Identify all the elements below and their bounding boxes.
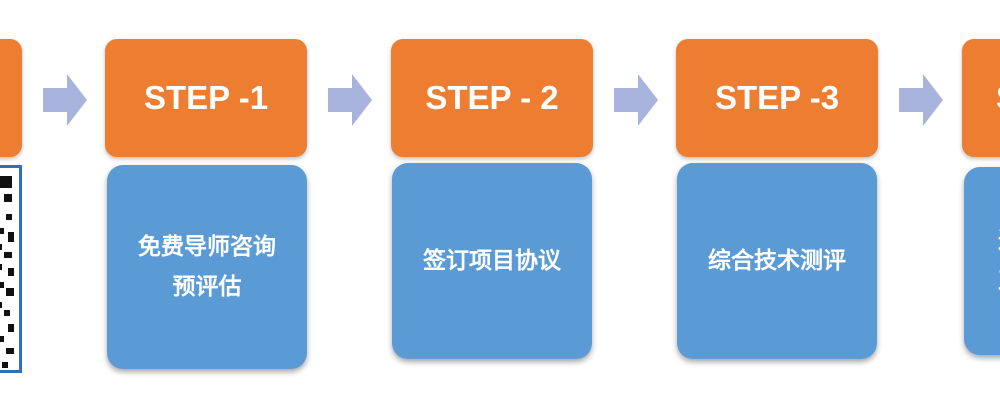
step-3-header-label: STEP -3	[714, 79, 840, 116]
step-1-body: 免费导师咨询 预评估	[107, 165, 307, 369]
step-3-body-text: 综合技术测评	[708, 248, 846, 274]
step-1-header-label: STEP -1	[143, 79, 269, 116]
right-arrow-icon	[328, 74, 372, 126]
step-2-header: STEP - 2	[391, 39, 593, 157]
step-4-header: S	[962, 39, 1000, 157]
qr-code-icon	[0, 165, 22, 373]
right-arrow-icon	[899, 74, 943, 126]
right-arrow-icon	[43, 74, 87, 126]
step-4-body: 进 正	[964, 167, 1000, 355]
step-4-body-text: 进 正	[984, 221, 1000, 301]
step-2-header-label: STEP - 2	[425, 79, 559, 116]
step-1-body-text: 免费导师咨询 预评估	[138, 234, 276, 300]
step-3-body: 综合技术测评	[677, 163, 877, 359]
step-1-header: STEP -1	[105, 39, 307, 157]
step-2-body: 签订项目协议	[392, 163, 592, 359]
step-2-body-text: 签订项目协议	[423, 248, 561, 274]
step-0-header	[0, 39, 22, 157]
right-arrow-icon	[614, 74, 658, 126]
step-4-header-label: S	[996, 79, 1000, 117]
step-3-header: STEP -3	[676, 39, 878, 157]
qr-code-pattern	[0, 176, 14, 368]
